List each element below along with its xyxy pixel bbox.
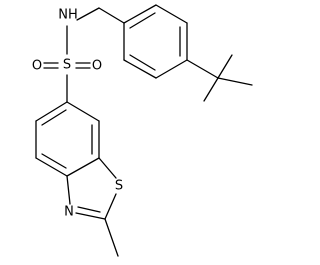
atom-label-nh: NH: [58, 8, 78, 23]
molecule-drawing: NH S O O S N: [32, 4, 253, 257]
bond-bz-4: [35, 157, 68, 177]
atom-label-sulfonyl-s: S: [63, 58, 71, 73]
bond-ph-5-inner: [129, 54, 156, 71]
bond-s-c2: [104, 193, 117, 220]
bond-ph-5: [123, 59, 157, 79]
atom-label-oxygen-left: O: [32, 59, 42, 74]
bond-bz-6: [35, 101, 68, 122]
atom-label-group: NH S O O S N: [32, 8, 123, 220]
bond-c2-methyl: [104, 218, 119, 257]
bond-ph-2: [155, 4, 188, 24]
atom-label-thiazole-s: S: [115, 179, 123, 194]
atom-label-oxygen-right: O: [92, 59, 102, 74]
bond-c7a-s: [98, 157, 117, 179]
bond-nh-ch2: [76, 7, 100, 21]
structure-canvas: NH S O O S N: [32, 4, 253, 257]
bond-tbu-me-bottom: [203, 77, 219, 102]
bond-bz-4-inner: [41, 153, 67, 169]
bond-phenyl-tbu: [186, 59, 219, 79]
bond-c2-n: [75, 212, 106, 220]
bond-bz-3: [66, 157, 100, 177]
bond-bz-1: [66, 101, 100, 122]
atom-label-thiazole-n: N: [64, 205, 74, 220]
bond-n-c3a: [66, 175, 71, 205]
bond-tbu-me-top: [217, 54, 233, 79]
bond-ph-1-inner: [129, 12, 156, 29]
bond-ph-1: [123, 4, 157, 24]
bond-c2-n-inner: [77, 206, 101, 213]
bond-ph-4: [155, 59, 188, 79]
bond-group: [35, 4, 253, 257]
bond-ch2-phenyl: [98, 7, 125, 24]
bond-bz-6-inner: [41, 109, 67, 126]
bond-tbu-me-right: [217, 77, 253, 86]
